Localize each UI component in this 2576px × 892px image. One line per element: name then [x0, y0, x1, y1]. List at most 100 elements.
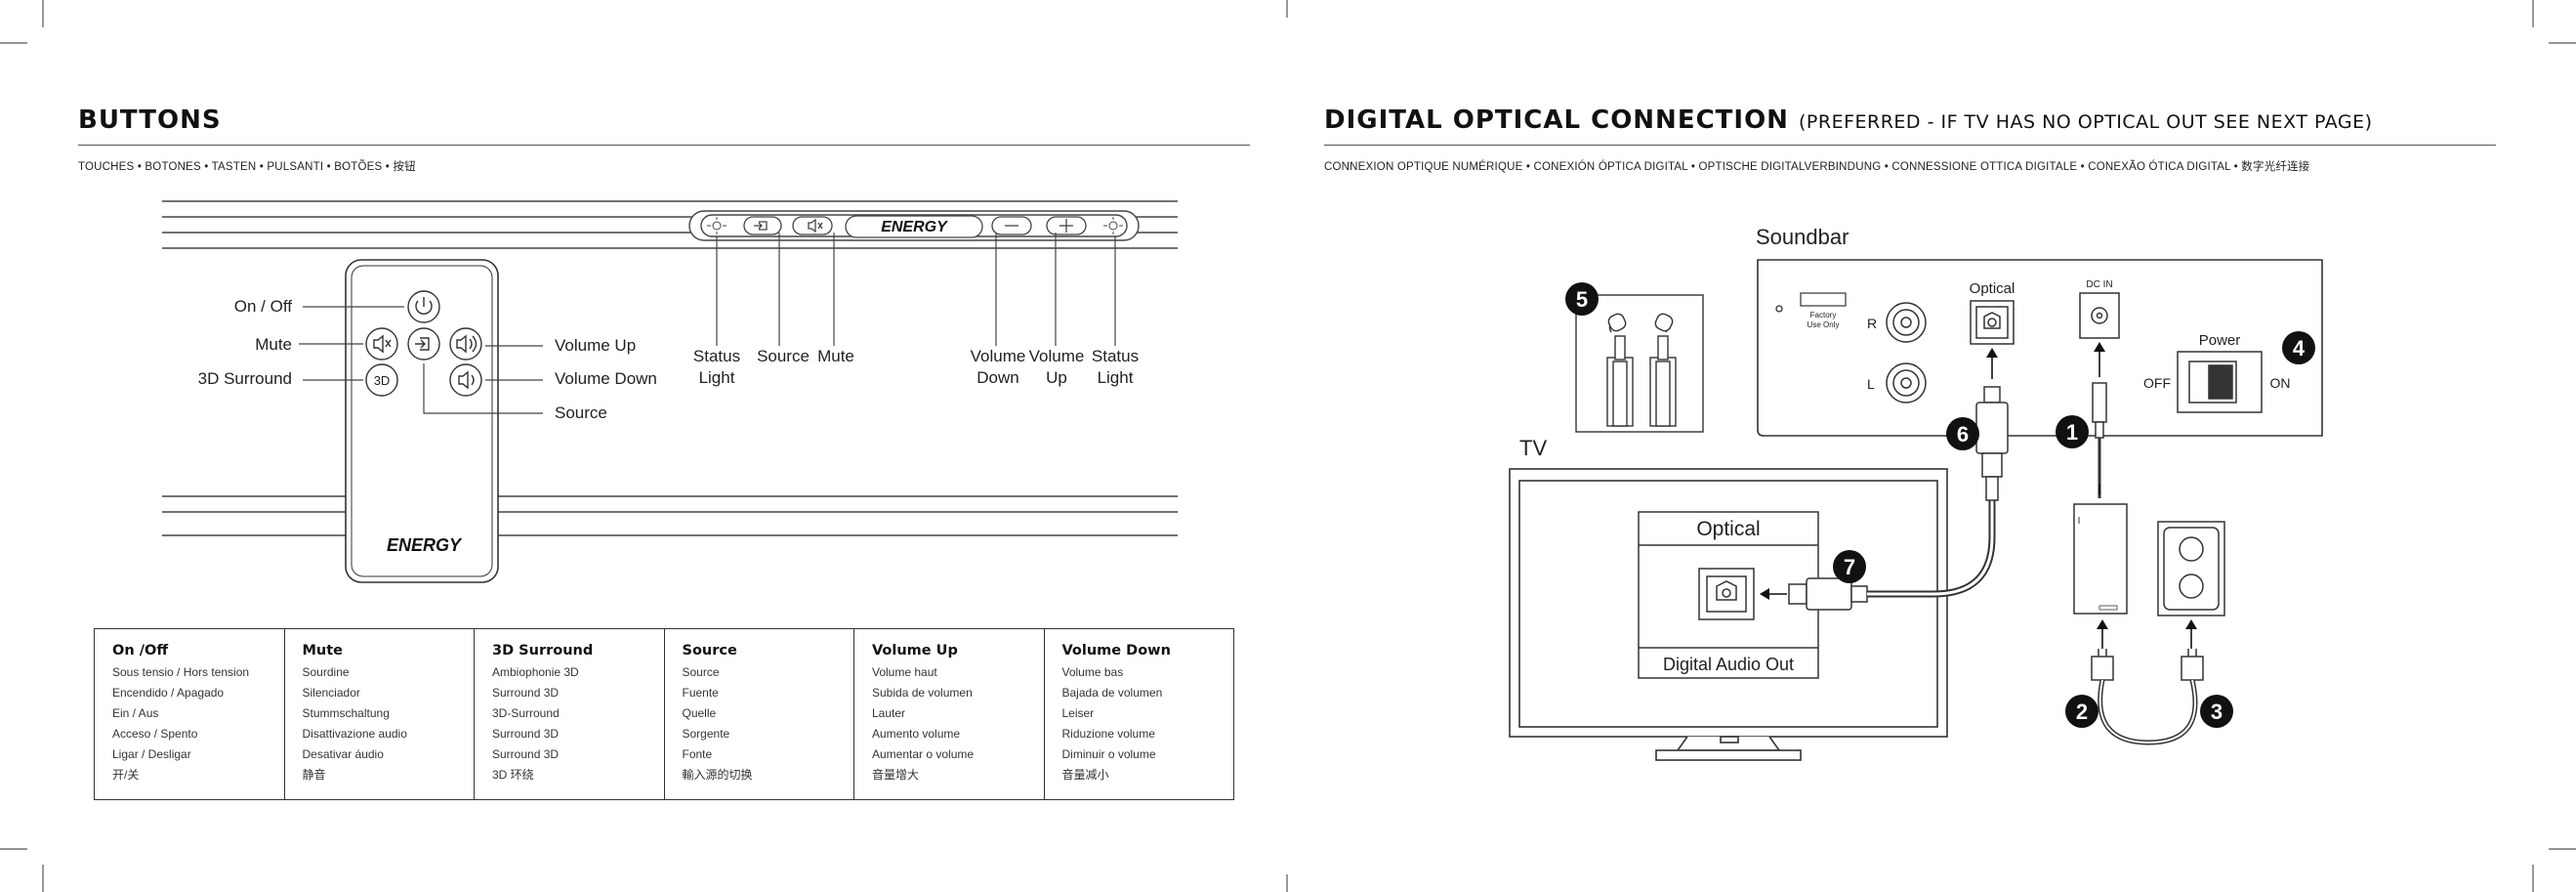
table-item: Sous tensio / Hors tension [112, 665, 250, 679]
adapter-plug [2091, 649, 2114, 681]
power-switch[interactable] [2177, 351, 2263, 413]
table-header: Volume Up [872, 643, 958, 658]
label-status-light-right-line1: Status [1091, 347, 1140, 365]
table-item: Volume bas [1061, 665, 1124, 679]
tv-optical-label: Optical [1696, 518, 1760, 540]
remote-logo: ENERGY [387, 535, 463, 555]
table-item: 音量减小 [1061, 768, 1109, 782]
table-item: Bajada de volumen [1061, 686, 1163, 700]
svg-text:3: 3 [2211, 700, 2223, 724]
table-item: Silenciador [302, 686, 360, 700]
label-bar-volume-up-line2: Up [1046, 368, 1067, 387]
svg-text:4: 4 [2293, 336, 2306, 361]
dc-plug [2092, 382, 2107, 439]
step-2-badge: 2 [2065, 695, 2098, 728]
power-label: Power [2199, 332, 2241, 349]
table-item: Riduzione volume [1061, 727, 1155, 741]
table-item: 輸入源的切换 [682, 768, 753, 782]
table-item: Sourdine [302, 665, 350, 679]
label-status-light-left-line2: Light [698, 368, 735, 387]
remote-volume-down-button[interactable] [449, 363, 482, 397]
table-item: Sorgente [682, 727, 730, 741]
label-on-off: On / Off [233, 297, 292, 316]
svg-text:1: 1 [2066, 420, 2078, 445]
dc-in-label: DC IN [2086, 279, 2112, 290]
table-item: Leiser [1061, 706, 1095, 720]
table-item: Acceso / Spento [112, 727, 198, 741]
label-bar-volume-up-line1: Volume [1028, 347, 1085, 365]
table-item: Ligar / Desligar [112, 747, 191, 761]
table-header: 3D Surround [492, 643, 594, 658]
table-item: 静音 [302, 768, 326, 782]
table-item: Surround 3D [492, 727, 560, 741]
table-header: Source [682, 643, 737, 658]
label-status-light-right-line2: Light [1097, 368, 1134, 387]
table-item: Surround 3D [492, 686, 560, 700]
label-volume-up: Volume Up [555, 336, 637, 355]
svg-text:6: 6 [1957, 422, 1969, 446]
table-item: Encendido / Apagado [112, 686, 225, 700]
bar-volume-up-button[interactable] [1046, 216, 1087, 235]
table-item: Fuente [682, 686, 719, 700]
table-item: Surround 3D [492, 747, 560, 761]
svg-text:7: 7 [1844, 555, 1855, 579]
rca-l-jack [1886, 362, 1927, 404]
soundbar-label: Soundbar [1756, 225, 1849, 249]
label-status-light-left-line1: Status [692, 347, 741, 365]
wall-outlet [2157, 521, 2225, 616]
remote-volume-up-button[interactable] [449, 327, 482, 361]
remote-3d-surround-button[interactable]: 3D [365, 363, 398, 397]
translation-table: On /Off Sous tensio / Hors tension Encen… [94, 628, 1234, 800]
rca-plugs-inset [1575, 294, 1704, 433]
rca-r-label: R [1867, 316, 1877, 331]
label-bar-volume-up: Volume Up [1018, 346, 1096, 389]
table-item: Stummschaltung [302, 706, 390, 720]
remote-power-button[interactable] [407, 290, 440, 323]
table-item: Source [682, 665, 720, 679]
tv-label: TV [1519, 436, 1547, 460]
factory-label-2: Use Only [1807, 320, 1840, 329]
label-status-light-left: Status Light [678, 346, 756, 389]
label-bar-volume-down: Volume Down [959, 346, 1037, 389]
power-off-label: OFF [2143, 375, 2171, 391]
step-7-badge: 7 [1833, 550, 1866, 583]
label-bar-volume-down-line1: Volume [970, 347, 1026, 365]
step-5-badge: 5 [1565, 282, 1599, 316]
optical-languages: CONNEXION OPTIQUE NUMÉRIQUE • CONEXIÓN Ó… [1324, 161, 2310, 173]
label-status-light-right: Status Light [1076, 346, 1154, 389]
rca-l-label: L [1867, 376, 1875, 392]
table-column-volume-down: Volume Down Volume bas Bajada de volumen… [1045, 629, 1234, 799]
label-source: Source [555, 404, 607, 422]
rca-r-jack [1886, 302, 1927, 343]
table-item: Diminuir o volume [1061, 747, 1156, 761]
optical-title-note: (PREFERRED - IF TV HAS NO OPTICAL OUT SE… [1799, 111, 2373, 133]
table-column-3d-surround: 3D Surround Ambiophonie 3D Surround 3D 3… [475, 629, 665, 799]
svg-text:5: 5 [1576, 287, 1588, 312]
bar-source-button[interactable] [743, 216, 782, 235]
factory-label-1: Factory [1810, 311, 1837, 319]
table-item: Disattivazione audio [302, 727, 407, 741]
table-item: 音量增大 [872, 768, 920, 782]
soundbar-optical-port [1970, 300, 2015, 345]
outlet-plug [2181, 649, 2204, 681]
remote-mute-button[interactable] [365, 327, 398, 361]
label-bar-mute: Mute [817, 347, 854, 365]
tv-optical-plug [1788, 577, 1868, 611]
table-item: 3D 环绕 [492, 768, 534, 782]
bar-mute-button[interactable] [792, 216, 833, 235]
optical-title-rule [1324, 145, 2496, 146]
optical-title-main: DIGITAL OPTICAL CONNECTION [1324, 106, 1789, 135]
bar-volume-down-button[interactable] [991, 216, 1032, 235]
table-header: Mute [302, 643, 344, 658]
table-item: 3D-Surround [492, 706, 560, 720]
factory-pinhole [1775, 305, 1783, 313]
dc-in-port [2079, 292, 2120, 339]
remote-source-button[interactable] [407, 327, 440, 361]
connection-diagram: Soundbar Factory Use Only R L Optical DC… [1509, 225, 2323, 761]
table-item: Desativar áudio [302, 747, 384, 761]
svg-text:2: 2 [2076, 700, 2088, 724]
label-mute: Mute [255, 335, 292, 354]
power-on-label: ON [2270, 375, 2291, 391]
soundbar-optical-plug [1975, 386, 2009, 501]
